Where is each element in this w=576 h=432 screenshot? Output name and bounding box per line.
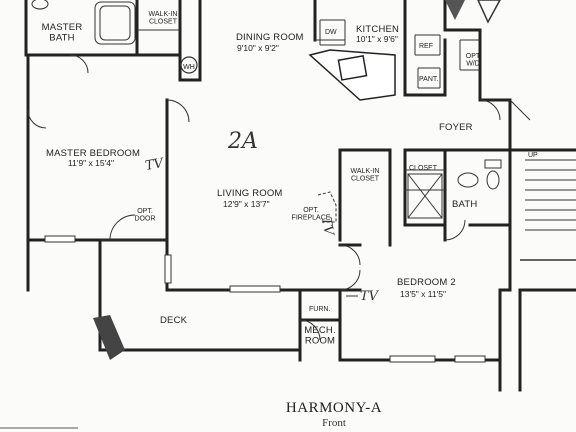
label-furnace: FURN. [309, 306, 330, 313]
label-closet: CLOSET [409, 165, 438, 172]
dark-corner-2 [477, 0, 501, 24]
interior-lines [100, 19, 480, 241]
kitchen-island [308, 49, 396, 101]
handwritten-unit: 2A [227, 129, 258, 154]
label-bedroom-2: BEDROOM 2 [397, 277, 456, 288]
water-heater-icon [180, 56, 198, 74]
stairs [520, 159, 576, 261]
label-pantry: PANT. [419, 76, 438, 83]
shower-icon [407, 173, 443, 219]
label-living-room: LIVING ROOM [217, 188, 283, 199]
label-dining-room: DINING ROOM [236, 32, 304, 43]
handwritten-tv-living: TV [318, 216, 336, 238]
toilet-icon-bath2 [484, 159, 502, 190]
handwritten-tv-master: TV [144, 156, 166, 174]
plan-subtitle: Front [322, 417, 346, 429]
label-master-bedroom: MASTER BEDROOM [46, 148, 140, 159]
handwritten-tv-bedroom: TV [360, 289, 380, 304]
label-dw: DW [325, 29, 337, 36]
toilet-icon [31, 0, 49, 10]
label-mech-room: MECH.ROOM [304, 325, 336, 347]
label-deck: DECK [160, 315, 188, 326]
dim-master-bedroom: 11'9" x 15'4" [68, 158, 114, 168]
dim-living-room: 12'9" x 13'7" [223, 199, 270, 209]
dim-dining-room: 9'10" x 9'2" [237, 43, 279, 53]
deck-post [93, 315, 125, 360]
label-bath: BATH [452, 199, 477, 210]
label-kitchen: KITCHEN [356, 24, 399, 35]
door-swings [27, 54, 531, 341]
label-ref: REF [419, 43, 433, 50]
label-wh: WH [183, 64, 195, 71]
dark-corner [445, 0, 465, 20]
bathtub [94, 1, 136, 45]
dim-kitchen: 10'1" x 9'6" [356, 34, 398, 44]
windows [44, 235, 486, 363]
label-opt-door: OPT.DOOR [135, 208, 156, 223]
label-foyer: FOYER [439, 122, 473, 133]
fireplace-icon [317, 191, 337, 223]
plan-title: HARMONY-A [286, 400, 382, 416]
sink-icon [457, 172, 479, 188]
dim-bedroom-2: 13'5" x 11'5" [400, 289, 446, 299]
label-opt-fireplace: OPT.FIREPLACE [292, 207, 331, 222]
label-stairs-up: UP [528, 152, 538, 159]
